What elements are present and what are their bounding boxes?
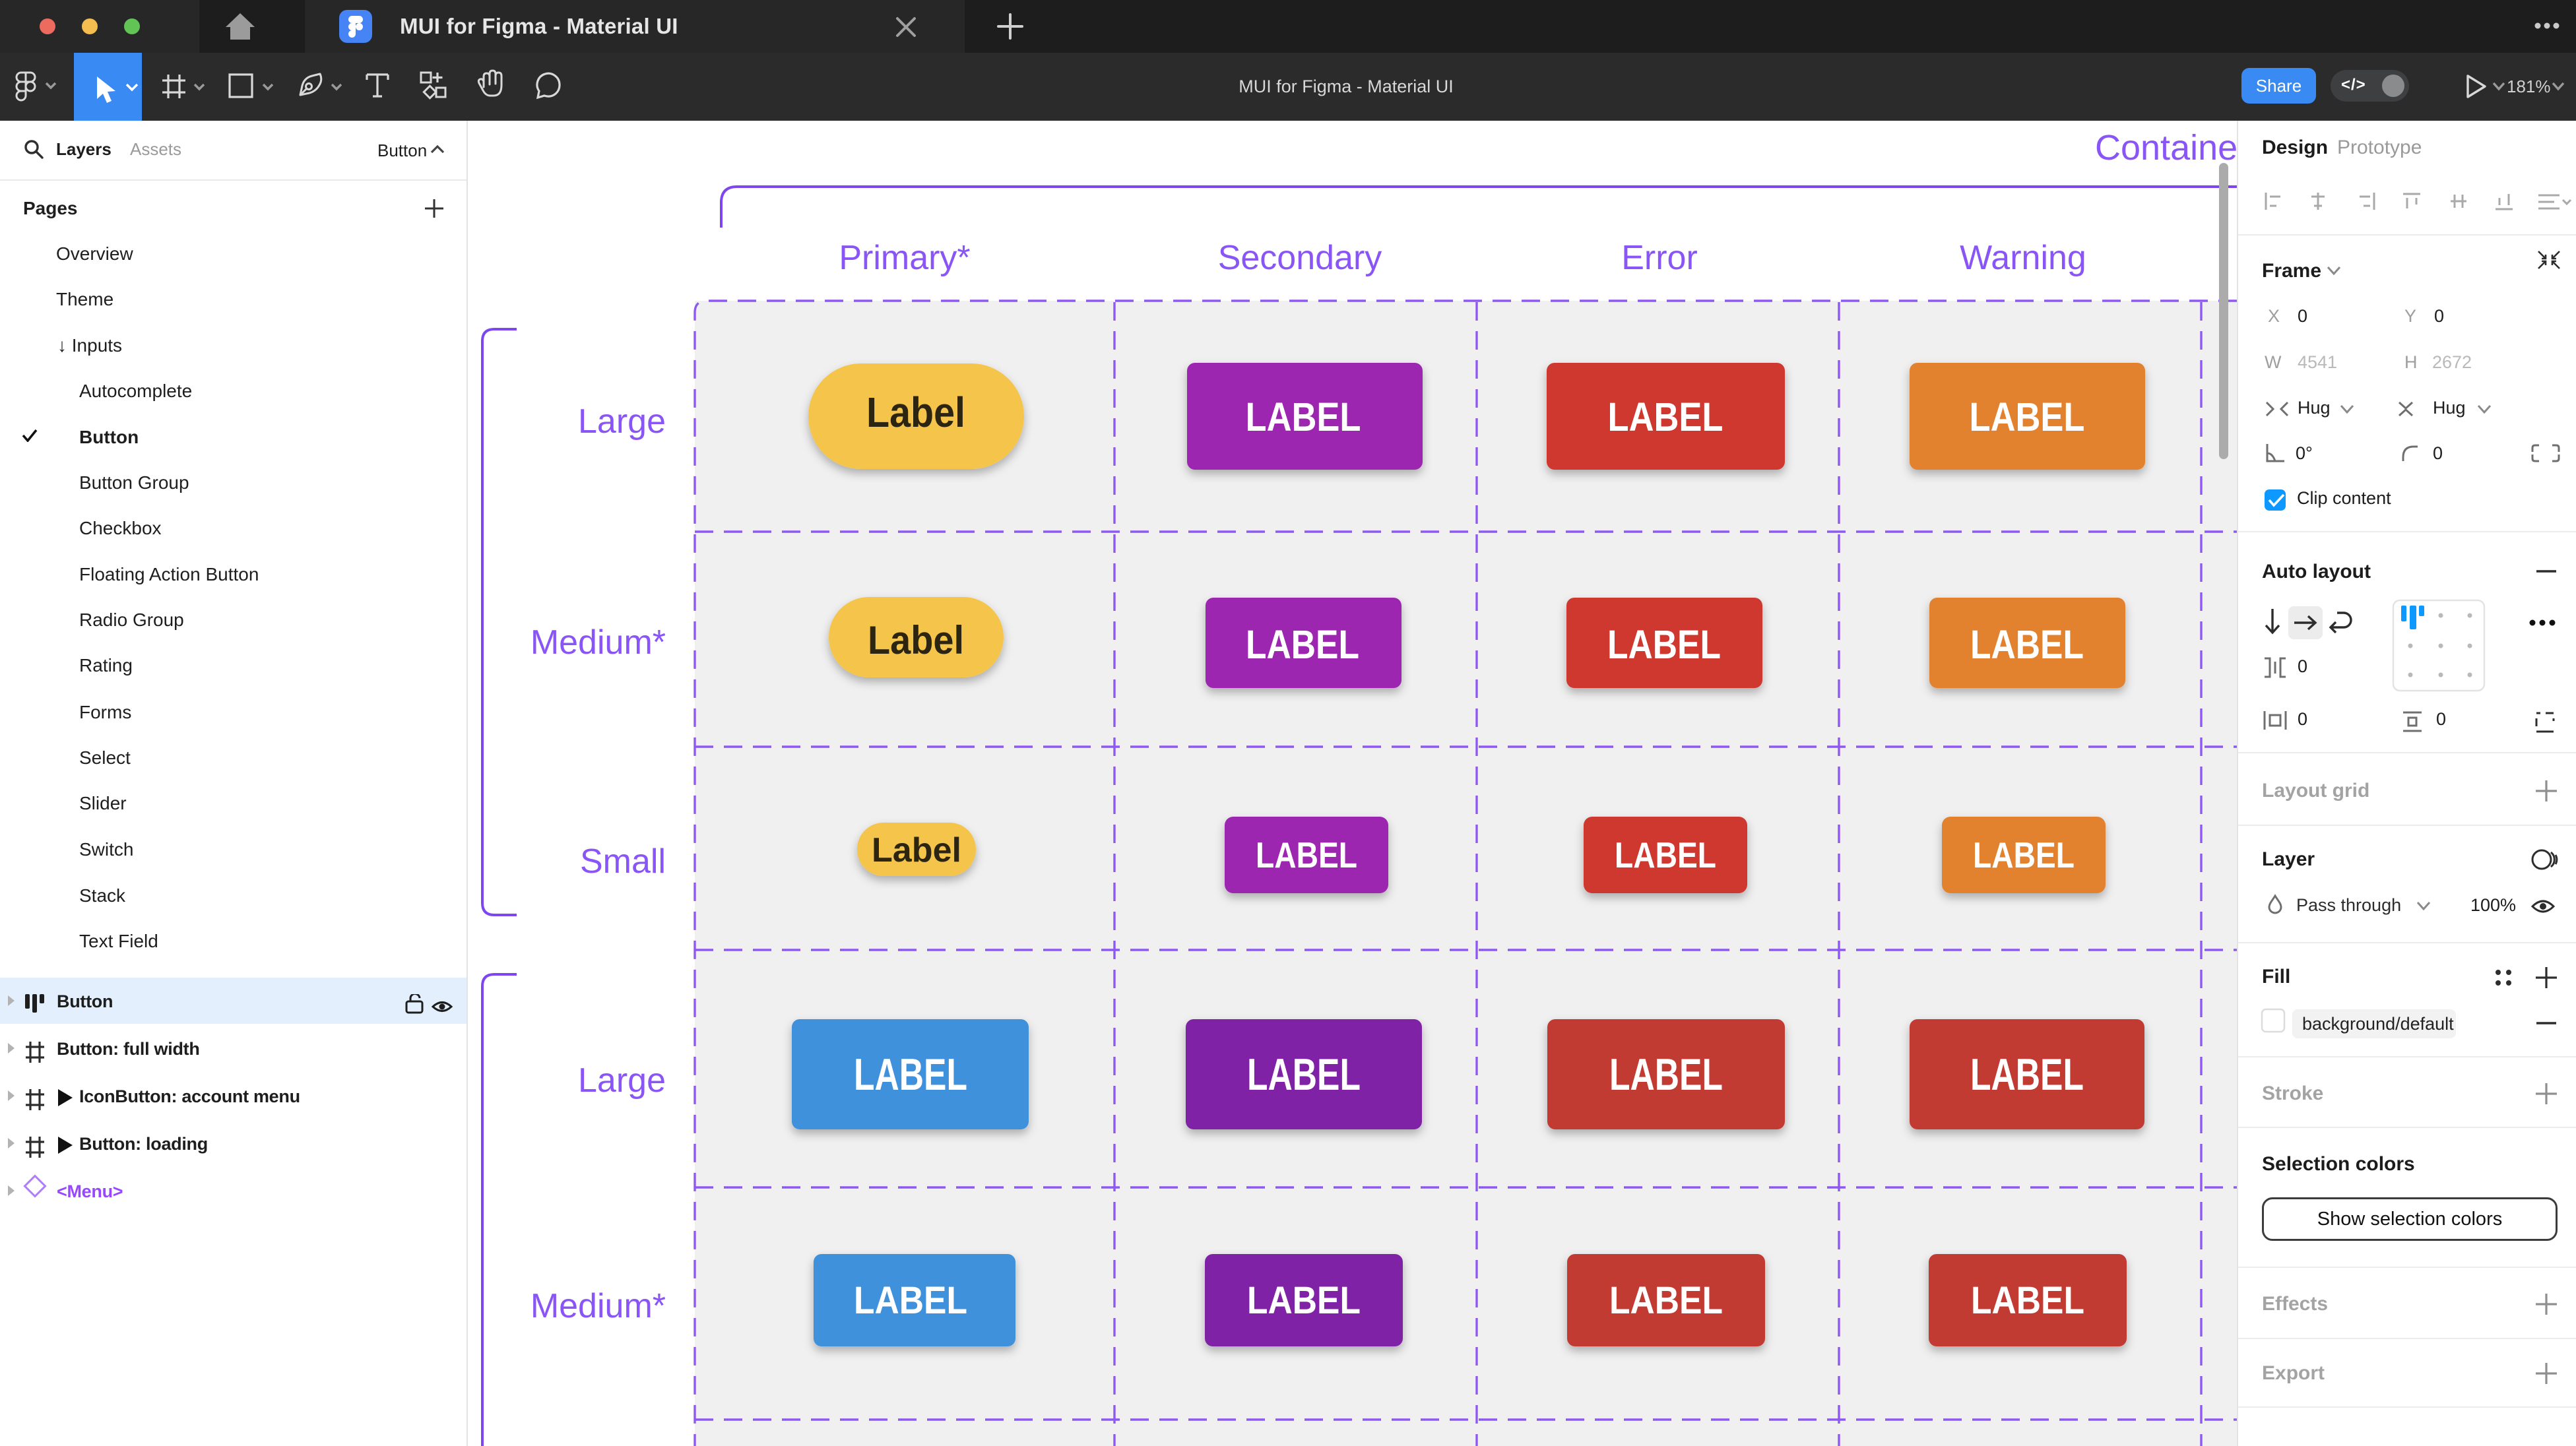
svg-text:Primary*: Primary*	[839, 239, 970, 277]
svg-text:LABEL: LABEL	[1609, 1050, 1723, 1100]
svg-text:Secondary: Secondary	[1218, 239, 1382, 277]
svg-text:Medium*: Medium*	[531, 1287, 666, 1325]
svg-text:Large: Large	[578, 402, 666, 441]
svg-text:Large: Large	[578, 1061, 666, 1100]
svg-text:Medium*: Medium*	[531, 623, 666, 662]
svg-text:Error: Error	[1621, 239, 1698, 277]
svg-text:Warning: Warning	[1960, 239, 2086, 277]
svg-text:LABEL: LABEL	[1609, 1279, 1723, 1322]
svg-text:LABEL: LABEL	[854, 1279, 967, 1322]
svg-text:LABEL: LABEL	[1246, 394, 1361, 439]
svg-text:LABEL: LABEL	[854, 1050, 967, 1100]
svg-text:Label: Label	[868, 618, 964, 662]
svg-text:Label: Label	[866, 389, 965, 436]
svg-text:LABEL: LABEL	[1608, 394, 1723, 439]
svg-text:LABEL: LABEL	[1246, 622, 1359, 667]
svg-text:LABEL: LABEL	[1970, 394, 2085, 439]
svg-text:Label: Label	[872, 831, 961, 869]
svg-text:LABEL: LABEL	[1247, 1050, 1361, 1100]
svg-text:LABEL: LABEL	[1256, 834, 1357, 875]
svg-text:Small: Small	[580, 842, 666, 881]
svg-text:Contained: Contained	[2095, 128, 2257, 168]
svg-text:LABEL: LABEL	[1247, 1279, 1361, 1322]
svg-text:LABEL: LABEL	[1615, 834, 1716, 875]
svg-text:LABEL: LABEL	[1971, 1279, 2084, 1322]
svg-text:LABEL: LABEL	[1973, 834, 2075, 875]
svg-text:LABEL: LABEL	[1970, 1050, 2084, 1100]
svg-text:LABEL: LABEL	[1607, 622, 1721, 667]
svg-text:LABEL: LABEL	[1970, 622, 2084, 667]
